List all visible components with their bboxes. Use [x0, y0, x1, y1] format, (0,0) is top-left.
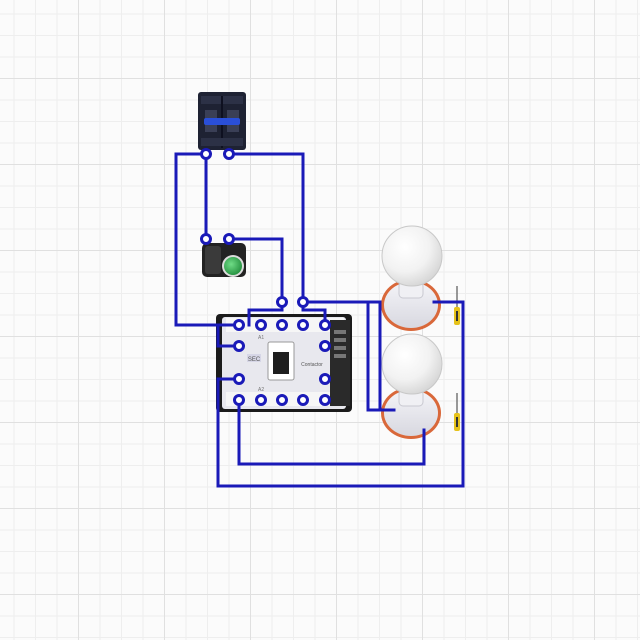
contactor-brand: Contactor	[301, 362, 323, 368]
terminal-side-right-1[interactable]	[319, 340, 331, 352]
terminal-button-1[interactable]	[200, 233, 212, 245]
push-button[interactable]	[202, 243, 246, 277]
screwdriver-bottom[interactable]	[454, 393, 460, 431]
terminal-side-left-2[interactable]	[233, 373, 245, 385]
terminal-side-right-2[interactable]	[319, 373, 331, 385]
coil-a1-label: A1	[258, 335, 264, 341]
terminal-side-left-1[interactable]	[233, 340, 245, 352]
terminal-button-2[interactable]	[223, 233, 235, 245]
wire-breaker-to-contactor-l1[interactable]	[174, 152, 241, 327]
terminal-bottom-3[interactable]	[276, 394, 288, 406]
green-button-cap[interactable]	[224, 257, 242, 275]
terminal-aux-2[interactable]	[297, 296, 309, 308]
wires[interactable]	[174, 152, 465, 488]
terminal-bottom-1[interactable]	[233, 394, 245, 406]
contactor-badge: SEC	[248, 357, 261, 363]
circuit-breaker[interactable]	[198, 92, 246, 150]
contactor[interactable]: SEC Contactor A1 A2	[216, 314, 352, 412]
terminal-bottom-5[interactable]	[319, 394, 331, 406]
screwdriver-top[interactable]	[454, 286, 460, 325]
wire-l1-to-a1[interactable]	[216, 323, 241, 348]
bulb-icon	[381, 225, 443, 287]
terminal-breaker-1[interactable]	[200, 148, 212, 160]
contactor-actuator[interactable]	[273, 352, 289, 374]
terminal-aux-1[interactable]	[276, 296, 288, 308]
terminal-top-2[interactable]	[255, 319, 267, 331]
terminal-bottom-4[interactable]	[297, 394, 309, 406]
terminal-top-5[interactable]	[319, 319, 331, 331]
terminal-top-3[interactable]	[276, 319, 288, 331]
lamp-bottom[interactable]	[381, 333, 443, 439]
bulb-icon	[381, 333, 443, 395]
terminal-top-1[interactable]	[233, 319, 245, 331]
terminal-breaker-2[interactable]	[223, 148, 235, 160]
lamp-top[interactable]	[381, 225, 443, 331]
wire-breaker-to-contactor-top[interactable]	[227, 152, 305, 304]
coil-a2-label: A2	[258, 387, 264, 393]
wire-lamp-link[interactable]	[366, 300, 396, 412]
wire-button-to-coil[interactable]	[227, 237, 284, 304]
terminal-top-4[interactable]	[297, 319, 309, 331]
wire-lamp-return[interactable]	[237, 398, 426, 466]
terminal-bottom-2[interactable]	[255, 394, 267, 406]
breaker-handle[interactable]	[204, 118, 240, 125]
wire-lamp-neutral[interactable]	[216, 300, 465, 488]
